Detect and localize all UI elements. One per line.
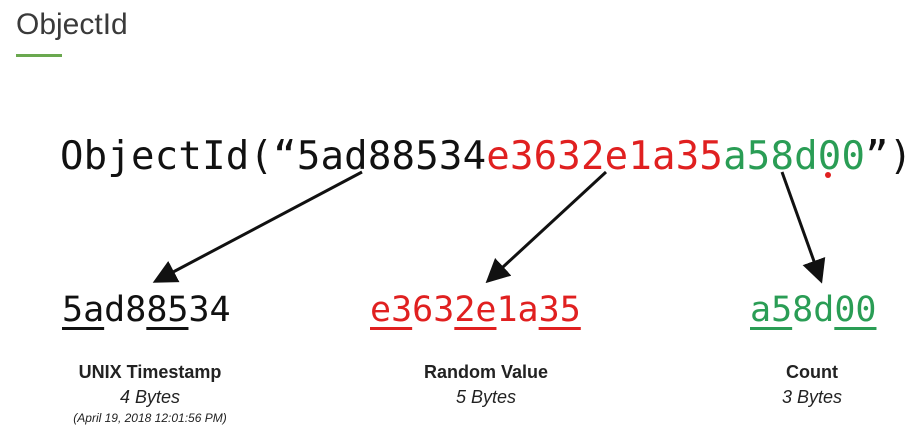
timestamp-name: UNIX Timestamp: [78, 362, 222, 382]
timestamp-byte-1: d8: [104, 290, 147, 330]
expression-random: e3632e1a35: [486, 134, 724, 179]
expression-timestamp: 5ad88534: [296, 134, 487, 179]
timestamp-byte-2: 85: [146, 290, 189, 330]
count-byte-0: a5: [750, 290, 793, 330]
random-name: Random Value: [423, 362, 549, 382]
expression-suffix: ”): [865, 134, 913, 179]
arrow-to-random: [485, 170, 608, 284]
expression-count: a58d00: [723, 134, 866, 179]
random-part: e3632e1a35: [370, 288, 581, 332]
random-label: Random Value 5 Bytes: [376, 360, 596, 410]
arrow-to-timestamp: [152, 170, 363, 283]
random-byte-1: 63: [412, 290, 455, 330]
count-bytes: 3 Bytes: [781, 387, 843, 407]
title-underline-rule: [16, 54, 62, 57]
expression-prefix: ObjectId(“: [60, 134, 297, 179]
count-byte-2: 00: [834, 290, 877, 330]
random-byte-0: e3: [370, 290, 413, 330]
arrow-to-count: [780, 171, 826, 284]
timestamp-byte-0: 5a: [62, 290, 105, 330]
objectid-expression: ObjectId(“5ad88534e3632e1a35a58d00”): [60, 132, 913, 182]
timestamp-date: (April 19, 2018 12:01:56 PM): [73, 411, 227, 425]
count-byte-1: 8d: [792, 290, 835, 330]
random-byte-2: 2e: [454, 290, 497, 330]
page-title: ObjectId: [16, 8, 128, 41]
count-name: Count: [786, 362, 838, 382]
timestamp-part: 5ad88534: [62, 288, 231, 332]
random-bytes: 5 Bytes: [455, 387, 517, 407]
timestamp-label: UNIX Timestamp 4 Bytes (April 19, 2018 1…: [40, 360, 260, 426]
count-part: a58d00: [750, 288, 876, 332]
count-label: Count 3 Bytes: [712, 360, 912, 410]
random-byte-4: 35: [538, 290, 581, 330]
timestamp-byte-3: 34: [188, 290, 231, 330]
timestamp-bytes: 4 Bytes: [119, 387, 181, 407]
random-byte-3: 1a: [496, 290, 539, 330]
